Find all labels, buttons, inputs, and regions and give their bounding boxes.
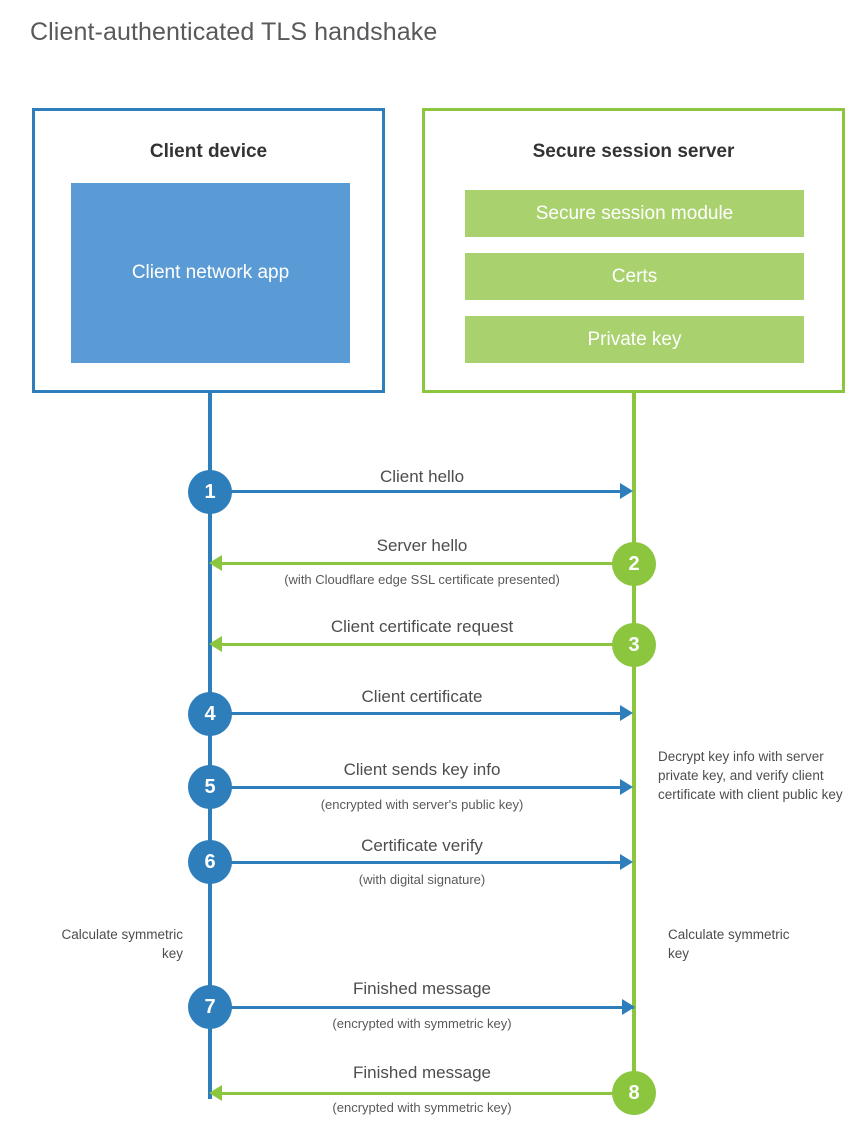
server-bar-secure-session-module: Secure session module	[465, 190, 804, 237]
message-label-step-1: Client hello	[379, 467, 465, 486]
message-label-step-5: Client sends key info	[343, 760, 501, 779]
server-bar-private-key: Private key	[465, 316, 804, 363]
arrow-line-step-4	[210, 712, 622, 715]
step-circle-1[interactable]: 1	[188, 470, 232, 514]
client-lifeline	[208, 391, 212, 1099]
arrow-line-step-7	[210, 1006, 634, 1009]
arrow-line-step-5	[210, 786, 622, 789]
arrow-line-step-3	[222, 643, 634, 646]
step-circle-8[interactable]: 8	[612, 1071, 656, 1115]
message-label-step-4: Client certificate	[361, 687, 483, 706]
step-circle-3[interactable]: 3	[612, 623, 656, 667]
page-title: Client-authenticated TLS handshake	[30, 18, 438, 46]
arrow-head-step-6	[620, 854, 633, 870]
annotation-client-calculate-symmetric-key: Calculate symmetric key	[61, 927, 183, 962]
annotation-server-calculate-symmetric-key: Calculate symmetric key	[668, 927, 790, 962]
server-lifeline	[632, 391, 636, 1093]
client-network-app-block: Client network app	[71, 183, 350, 363]
message-label-step-2: Server hello	[376, 536, 468, 555]
step-circle-6[interactable]: 6	[188, 840, 232, 884]
arrow-head-step-3	[209, 636, 222, 652]
message-label-step-3: Client certificate request	[330, 617, 514, 636]
message-sublabel-step-6: (with digital signature)	[358, 872, 486, 887]
message-sublabel-step-7: (encrypted with symmetric key)	[332, 1016, 512, 1031]
message-label-step-7: Finished message	[353, 979, 491, 998]
arrow-line-step-1	[210, 490, 622, 493]
arrow-head-step-1	[620, 483, 633, 499]
arrow-head-step-5	[620, 779, 633, 795]
arrow-head-step-8	[209, 1085, 222, 1101]
secure-session-server-box: Secure session server Secure session mod…	[422, 108, 845, 393]
arrow-line-step-6	[210, 861, 622, 864]
step-circle-2[interactable]: 2	[612, 542, 656, 586]
message-sublabel-step-8: (encrypted with symmetric key)	[332, 1100, 512, 1115]
message-label-step-8: Finished message	[353, 1063, 491, 1082]
client-device-box: Client device Client network app	[32, 108, 385, 393]
arrow-line-step-2	[222, 562, 634, 565]
arrow-head-step-7	[622, 999, 635, 1015]
message-sublabel-step-5: (encrypted with server's public key)	[320, 797, 524, 812]
annotation-server-decrypt: Decrypt key info with server private key…	[658, 749, 843, 803]
step-circle-7[interactable]: 7	[188, 985, 232, 1029]
arrow-head-step-4	[620, 705, 633, 721]
secure-session-server-title: Secure session server	[532, 141, 735, 162]
server-bar-certs: Certs	[465, 253, 804, 300]
message-sublabel-step-2: (with Cloudflare edge SSL certificate pr…	[284, 572, 560, 587]
message-label-step-6: Certificate verify	[361, 836, 483, 855]
step-circle-4[interactable]: 4	[188, 692, 232, 736]
arrow-head-step-2	[209, 555, 222, 571]
step-circle-5[interactable]: 5	[188, 765, 232, 809]
client-device-title: Client device	[149, 141, 268, 162]
arrow-line-step-8	[222, 1092, 634, 1095]
